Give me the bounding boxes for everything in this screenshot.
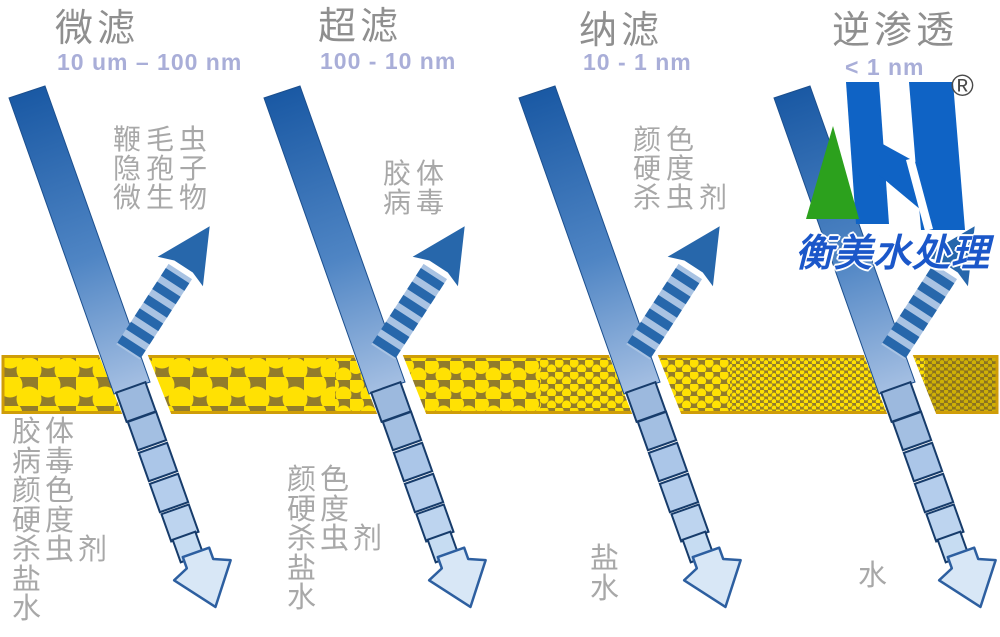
- filter-title-nanofiltration: 纳滤: [579, 10, 664, 52]
- rejected-label-nanofiltration: 颜色 硬度 杀虫剂: [633, 125, 733, 214]
- registered-trademark-icon: ®: [951, 68, 974, 103]
- permeate-label-ultrafiltration: 颜色 硬度 杀虫剂 盐 水: [287, 464, 387, 614]
- filter-title-ultrafiltration: 超滤: [318, 6, 403, 48]
- permeate-label-nanofiltration: 盐 水: [590, 543, 624, 605]
- permeate-label-reverse-osmosis: 水: [858, 560, 892, 592]
- rejected-label-ultrafiltration: 胶体 病毒: [383, 159, 450, 219]
- permeate-label-microfiltration: 胶体 病毒 颜色 硬度 杀虫剂 盐 水: [12, 416, 112, 625]
- membrane-band: [1, 355, 999, 414]
- filter-title-microfiltration: 微滤: [55, 8, 140, 50]
- company-logo-icon: [806, 82, 965, 231]
- green-triangle-icon: [806, 126, 859, 219]
- company-name: 衡美水处理: [795, 233, 991, 275]
- filter-range-microfiltration: 10 um – 100 nm: [57, 49, 243, 75]
- filter-range-reverse-osmosis: < 1 nm: [845, 54, 925, 80]
- filter-range-ultrafiltration: 100 - 10 nm: [320, 48, 457, 74]
- filter-range-nanofiltration: 10 - 1 nm: [583, 49, 692, 75]
- filter-title-reverse-osmosis: 逆渗透: [832, 10, 959, 52]
- rejected-label-microfiltration: 鞭毛虫 隐孢子 微生物: [113, 125, 213, 214]
